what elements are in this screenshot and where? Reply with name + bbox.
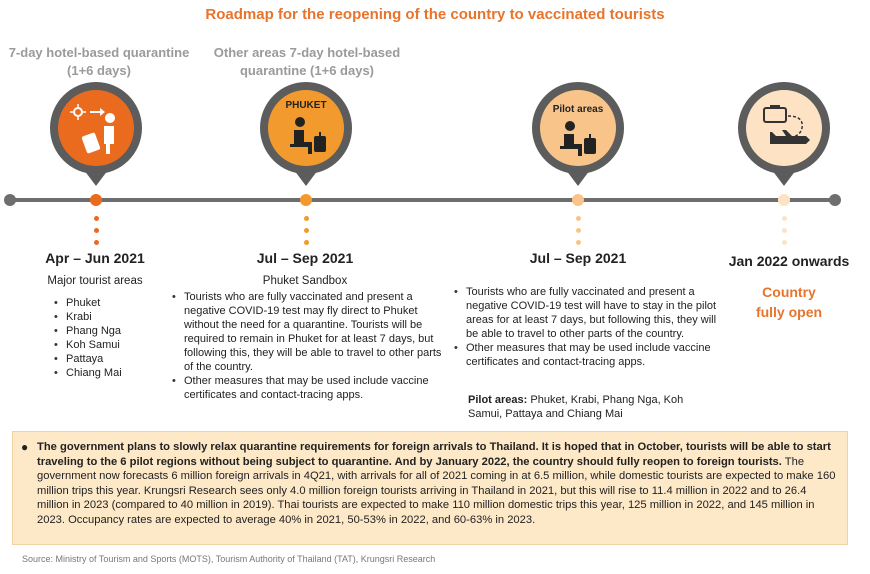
luggage-and-plane-icon	[763, 105, 810, 144]
connector-dot	[782, 240, 787, 245]
connector-dot	[576, 228, 581, 233]
stage2-list: Tourists who are fully vaccinated and pr…	[170, 290, 442, 402]
summary-bullet: ●	[21, 440, 29, 454]
page-title: Roadmap for the reopening of the country…	[205, 6, 665, 23]
connector-dot	[304, 228, 309, 233]
stage2-pin-label: PHUKET	[285, 100, 327, 111]
connector-dot	[782, 216, 787, 221]
list-item: Koh Samui	[52, 338, 172, 352]
connector-dot	[304, 240, 309, 245]
country-status-line2: fully open	[755, 304, 823, 320]
stage3-pilot-areas: Pilot areas: Phuket, Krabi, Phang Nga, K…	[468, 393, 718, 421]
stage3-node	[572, 194, 584, 206]
stage3-pin: Pilot areas	[530, 82, 626, 192]
stage1-pin	[48, 82, 144, 192]
stage4-node	[778, 194, 790, 206]
seated-traveler-icon-2	[560, 121, 596, 156]
pilot-areas-label: Pilot areas:	[468, 394, 528, 406]
pilot-areas-list: Phuket, Krabi, Phang Nga, Koh Samui, Pat…	[468, 394, 684, 420]
stage2-node	[300, 194, 312, 206]
connector-dot	[94, 228, 99, 233]
list-item: Chiang Mai	[52, 366, 172, 380]
summary-bold: The government plans to slowly relax qua…	[37, 441, 831, 468]
connector-dot	[94, 216, 99, 221]
stage3-pin-label: Pilot areas	[552, 104, 604, 115]
summary-text: The government plans to slowly relax qua…	[37, 440, 837, 528]
connector-dot	[782, 228, 787, 233]
stage2-pin: PHUKET	[258, 82, 354, 192]
traveler-with-luggage-icon	[70, 104, 115, 154]
list-item: Other measures that may be used include …	[452, 341, 722, 369]
timeline-line	[8, 198, 836, 202]
stage4-period: Jan 2022 onwards	[728, 253, 850, 269]
source-note: Source: Ministry of Tourism and Sports (…	[22, 554, 436, 564]
stage3-list: Tourists who are fully vaccinated and pr…	[452, 285, 722, 369]
list-item: Tourists who are fully vaccinated and pr…	[170, 290, 442, 374]
list-item: Phuket	[52, 296, 172, 310]
list-item: Tourists who are fully vaccinated and pr…	[452, 285, 722, 341]
stage2-top-label: Other areas 7-day hotel-based quarantine…	[213, 45, 401, 78]
timeline-end-cap	[829, 194, 841, 206]
stage4-pin	[736, 82, 832, 192]
stage2-period: Jul – Sep 2021	[256, 250, 354, 266]
stage2-subtitle: Phuket Sandbox	[262, 275, 348, 287]
stage1-node	[90, 194, 102, 206]
connector-dot	[304, 216, 309, 221]
stage1-top-label: 7-day hotel-based quarantine (1+6 days)	[8, 45, 190, 78]
connector-dot	[576, 216, 581, 221]
stage3-period: Jul – Sep 2021	[529, 250, 627, 266]
connector-dot	[94, 240, 99, 245]
list-item: Pattaya	[52, 352, 172, 366]
list-item: Krabi	[52, 310, 172, 324]
connector-dot	[576, 240, 581, 245]
summary-body: The government now forecasts 6 million f…	[37, 455, 836, 526]
country-status-line1: Country	[762, 284, 816, 300]
stage1-subtitle: Major tourist areas	[47, 275, 143, 287]
stage1-period: Apr – Jun 2021	[45, 250, 145, 266]
seated-traveler-icon	[290, 117, 326, 154]
timeline-start-cap	[4, 194, 16, 206]
list-item: Other measures that may be used include …	[170, 374, 442, 402]
list-item: Phang Nga	[52, 324, 172, 338]
stage1-list: Phuket Krabi Phang Nga Koh Samui Pattaya…	[52, 296, 172, 380]
summary-box: ● The government plans to slowly relax q…	[12, 431, 848, 545]
